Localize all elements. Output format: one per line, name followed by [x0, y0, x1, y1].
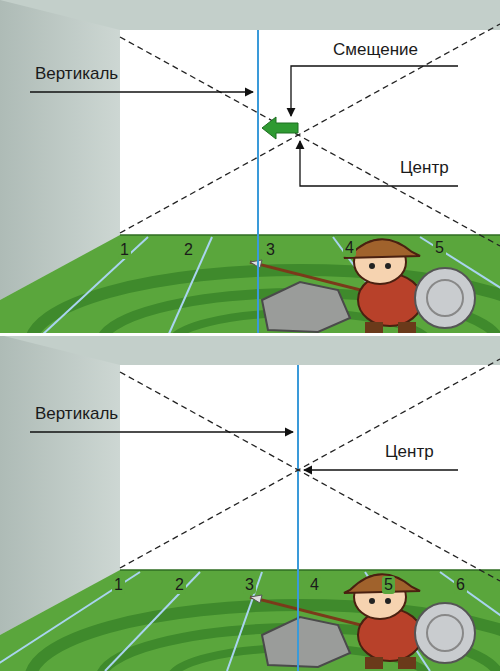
axis-label: Центр [385, 442, 434, 462]
leader-lines [30, 432, 458, 470]
bottom-panel [0, 335, 500, 671]
callout-number: 4 [308, 576, 321, 594]
leader-lines [30, 66, 458, 186]
axis-label: Центр [400, 158, 449, 178]
vertical-line [257, 30, 259, 336]
callout-number: 4 [343, 239, 356, 257]
callout-number: 2 [182, 241, 195, 259]
shift-arrow [262, 117, 298, 139]
vertical-line [297, 365, 299, 671]
floor-lines [41, 237, 500, 336]
callout-number: 1 [118, 241, 131, 259]
callout-number: 3 [264, 241, 277, 259]
callout-number: 3 [243, 576, 256, 594]
axis-label: Вертикаль [35, 404, 118, 424]
callout-number: 2 [173, 576, 186, 594]
callout-number: 5 [433, 239, 446, 257]
diagonals [120, 24, 500, 246]
callout-number: 6 [454, 576, 467, 594]
callout-number: 5 [382, 576, 395, 594]
axis-label: Вертикаль [35, 64, 118, 84]
axis-label: Смещение [333, 40, 418, 60]
diagonals [120, 359, 500, 581]
callout-number: 1 [112, 576, 125, 594]
floor-lines [0, 572, 500, 671]
